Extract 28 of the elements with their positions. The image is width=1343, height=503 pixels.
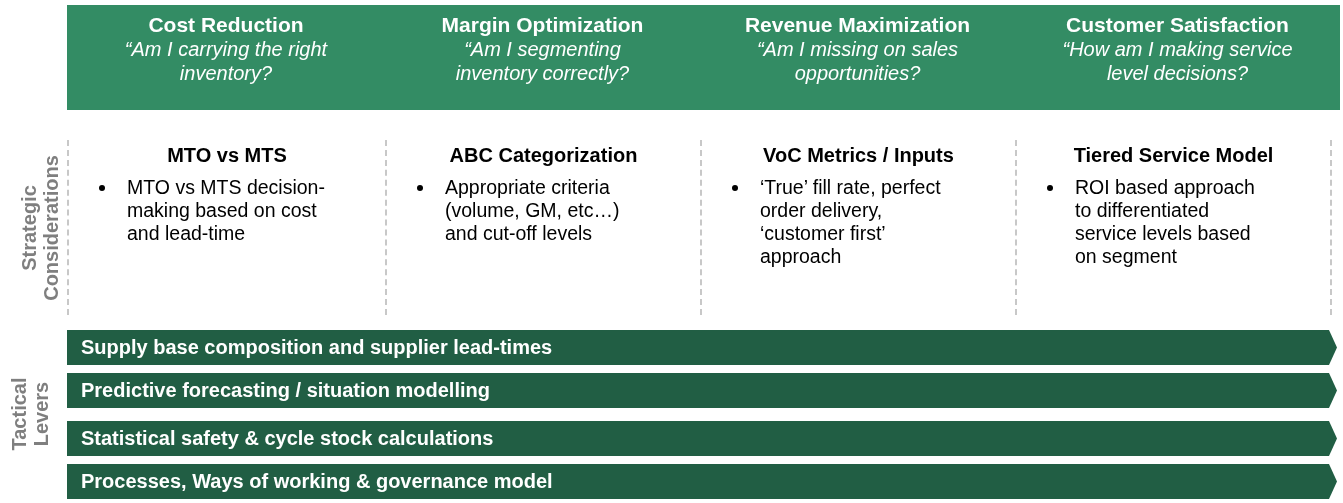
column-heading: MTO vs MTS — [166, 143, 288, 168]
lever-arrow-band — [67, 373, 1337, 408]
lever-text: Processes, Ways of working & governance model — [81, 470, 553, 492]
lever-text: Supply base composition and supplier lead-times — [81, 336, 553, 358]
header-question: “Am I segmenting inventory correctly? — [454, 37, 631, 85]
header-question: “How am I making service level decisions? — [1061, 37, 1294, 85]
side-label: Tactical Levers — [8, 376, 52, 453]
side-label: Strategic Considerations — [18, 154, 62, 303]
header-panel — [67, 5, 385, 110]
column-heading: VoC Metrics / Inputs — [762, 143, 955, 168]
header-title: Cost Reduction — [147, 13, 305, 37]
header-title: Revenue Maximization — [743, 13, 972, 37]
lever-text: Statistical safety & cycle stock calculations — [81, 427, 494, 449]
column-heading: Tiered Service Model — [1072, 143, 1275, 168]
column-heading: ABC Categorization — [448, 143, 639, 168]
lever-arrow-band — [67, 330, 1337, 365]
lever-text: Predictive forecasting / situation modelling — [81, 379, 490, 401]
header-title: Customer Satisfaction — [1065, 13, 1290, 37]
header-panel — [1015, 5, 1340, 110]
header-question: “Am I missing on sales opportunities? — [755, 37, 960, 85]
lever-arrow-band — [67, 464, 1337, 499]
header-question: “Am I carrying the right inventory? — [123, 37, 329, 85]
header-title: Margin Optimization — [440, 13, 645, 37]
lever-arrow-band — [67, 421, 1337, 456]
bullet-text: MTO vs MTS decision-making based on cost and lead-time — [127, 176, 325, 244]
bullet-text: ROI based approach to differentiated service levels based on segment — [1075, 176, 1255, 267]
bullet-text: ‘True’ fill rate, perfect order delivery, ‘customer first’ approach — [760, 176, 941, 267]
bullet-text: Appropriate criteria (volume, GM, etc…) and cut-off levels — [445, 176, 620, 244]
